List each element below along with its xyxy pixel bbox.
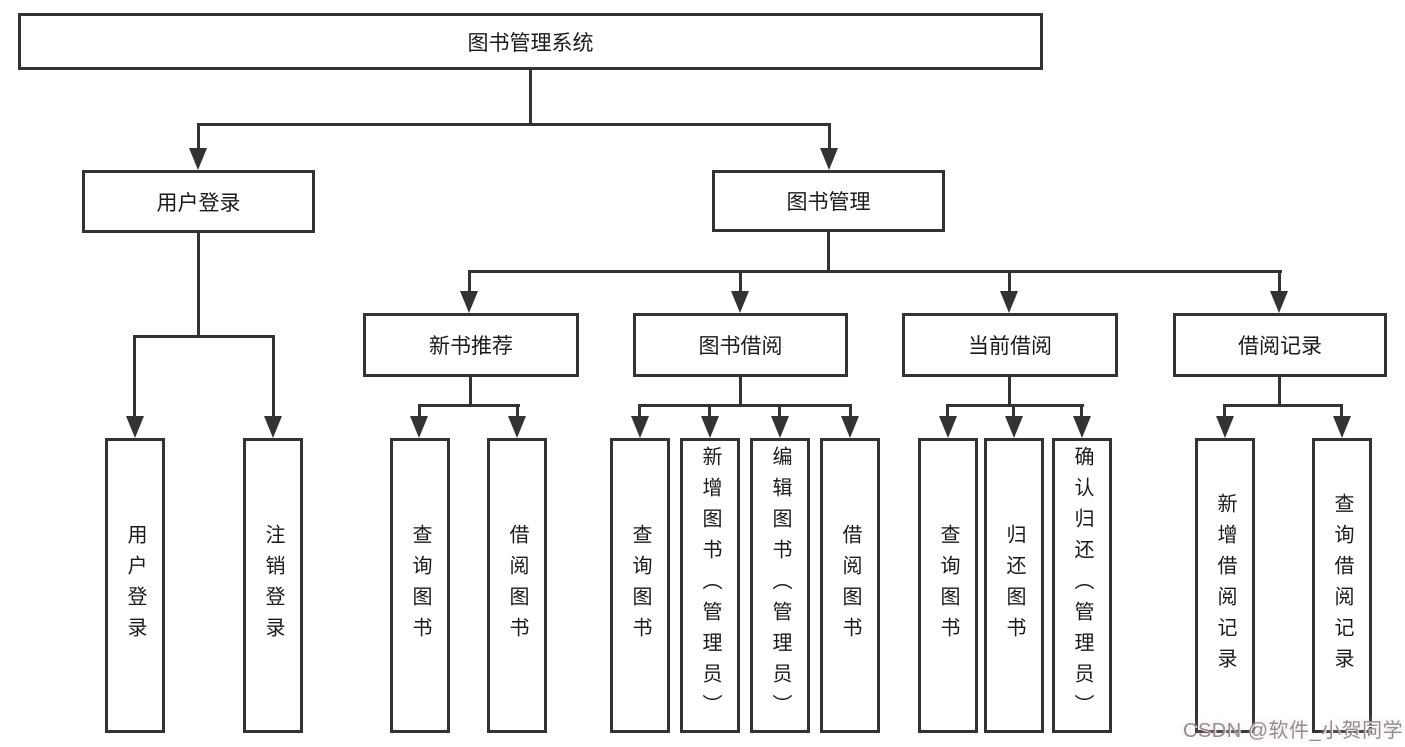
arrowhead-leaf-add-book: [701, 416, 719, 438]
connector-drop-user-login: [197, 123, 200, 150]
connector-drop-leaf: [778, 404, 781, 418]
node-book-borrow: 图书借阅: [633, 313, 848, 377]
connector-drop-book-borrow: [739, 270, 742, 293]
connector-root-split: [197, 123, 831, 126]
leaf-query-books-1: 查询图书: [390, 438, 450, 733]
connector-new-book-recommend-stem: [469, 377, 472, 407]
node-label: 用户登录: [156, 191, 241, 215]
leaf-label: 归还图书: [1003, 523, 1025, 648]
leaf-add-borrow-record: 新增借阅记录: [1195, 438, 1255, 733]
arrowhead-leaf-add-borrow-record: [1216, 416, 1234, 438]
arrowhead-leaf-return-books: [1005, 416, 1023, 438]
node-label: 借阅记录: [1238, 335, 1322, 358]
connector-drop-leaf: [1080, 404, 1083, 418]
connector-root-stem: [529, 70, 532, 126]
arrowhead-borrow-records: [1270, 291, 1288, 313]
leaf-edit-book-admin: 编辑图书（管理员）: [750, 438, 810, 733]
connector-book-management-split: [468, 270, 1282, 273]
connector-drop-leaf: [1340, 404, 1343, 418]
leaf-user-login: 用户登录: [105, 438, 165, 733]
leaf-add-book-admin: 新增图书（管理员）: [680, 438, 740, 733]
leaf-label: 查询图书: [937, 523, 959, 648]
node-library-management-system: 图书管理系统: [18, 13, 1043, 70]
arrowhead-leaf-borrow-books-2: [841, 416, 859, 438]
leaf-query-borrow-record: 查询借阅记录: [1312, 438, 1372, 733]
connector-drop-current-borrow: [1008, 270, 1011, 293]
leaf-query-books-2: 查询图书: [610, 438, 670, 733]
connector-drop-leaf: [1012, 404, 1015, 418]
arrowhead-leaf-query-books-3: [939, 416, 957, 438]
leaf-label: 借阅图书: [506, 523, 528, 648]
leaf-logout-login: 注销登录: [243, 438, 303, 733]
arrowhead-user-login: [189, 148, 207, 170]
leaf-label: 查询借阅记录: [1331, 492, 1353, 679]
node-book-management: 图书管理: [712, 170, 945, 232]
leaf-label: 借阅图书: [839, 523, 861, 648]
connector-book-borrow-split: [638, 404, 852, 407]
leaf-query-books-3: 查询图书: [918, 438, 978, 733]
connector-drop-leaf: [516, 404, 519, 418]
arrowhead-leaf-query-books-2: [631, 416, 649, 438]
leaf-label: 用户登录: [124, 523, 146, 648]
node-label: 图书借阅: [698, 335, 783, 358]
node-user-login: 用户登录: [82, 170, 315, 233]
connector-drop-leaf-user-login: [133, 335, 136, 416]
node-current-borrow: 当前借阅: [902, 313, 1118, 377]
connector-book-borrow-stem: [739, 377, 742, 407]
arrowhead-new-book-recommend: [460, 291, 478, 313]
connector-book-management-stem: [827, 232, 830, 273]
node-label: 当前借阅: [968, 335, 1052, 358]
arrowhead-current-borrow: [1000, 291, 1018, 313]
connector-drop-leaf: [946, 404, 949, 418]
arrowhead-leaf-edit-book: [771, 416, 789, 438]
leaf-label: 查询图书: [409, 523, 431, 648]
connector-drop-leaf: [849, 404, 852, 418]
node-label: 新书推荐: [429, 335, 513, 358]
connector-drop-leaf: [638, 404, 641, 418]
node-borrow-records: 借阅记录: [1173, 313, 1387, 377]
connector-borrow-records-split: [1223, 404, 1343, 407]
leaf-label: 注销登录: [262, 523, 284, 648]
connector-new-book-recommend-split: [418, 404, 520, 407]
leaf-label: 查询图书: [629, 523, 651, 648]
connector-current-borrow-split: [946, 404, 1084, 407]
connector-borrow-records-stem: [1278, 377, 1281, 407]
leaf-confirm-return-admin: 确认归还（管理员）: [1052, 438, 1112, 733]
leaf-label: 编辑图书（管理员）: [769, 446, 791, 725]
connector-drop-leaf: [418, 404, 421, 418]
csdn-watermark: CSDN @软件_小贺同学: [1183, 720, 1404, 742]
arrowhead-book-borrow: [731, 291, 749, 313]
leaf-label: 新增借阅记录: [1214, 492, 1236, 679]
leaf-label: 确认归还（管理员）: [1071, 446, 1093, 725]
connector-drop-new-book-recommend: [468, 270, 471, 293]
arrowhead-leaf-borrow-books-1: [508, 416, 526, 438]
connector-drop-book-management: [828, 123, 831, 150]
arrowhead-leaf-query-borrow-record: [1333, 416, 1351, 438]
connector-drop-borrow-records: [1278, 270, 1281, 293]
arrowhead-leaf-confirm-return: [1073, 416, 1091, 438]
leaf-return-books: 归还图书: [984, 438, 1044, 733]
connector-user-login-split: [133, 335, 275, 338]
arrowhead-leaf-user-login: [126, 416, 144, 438]
node-new-book-recommend: 新书推荐: [363, 313, 579, 377]
leaf-borrow-books-2: 借阅图书: [820, 438, 880, 733]
node-label: 图书管理系统: [467, 31, 594, 55]
connector-drop-leaf: [708, 404, 711, 418]
connector-user-login-stem: [197, 233, 200, 338]
node-label: 图书管理: [786, 191, 871, 214]
leaf-label: 新增图书（管理员）: [699, 446, 721, 725]
connector-drop-leaf: [1223, 404, 1226, 418]
arrowhead-leaf-logout: [264, 416, 282, 438]
arrowhead-book-management: [820, 148, 838, 170]
arrowhead-leaf-query-books-1: [410, 416, 428, 438]
connector-current-borrow-stem: [1008, 377, 1011, 407]
connector-drop-leaf-logout: [272, 335, 275, 416]
leaf-borrow-books-1: 借阅图书: [487, 438, 547, 733]
